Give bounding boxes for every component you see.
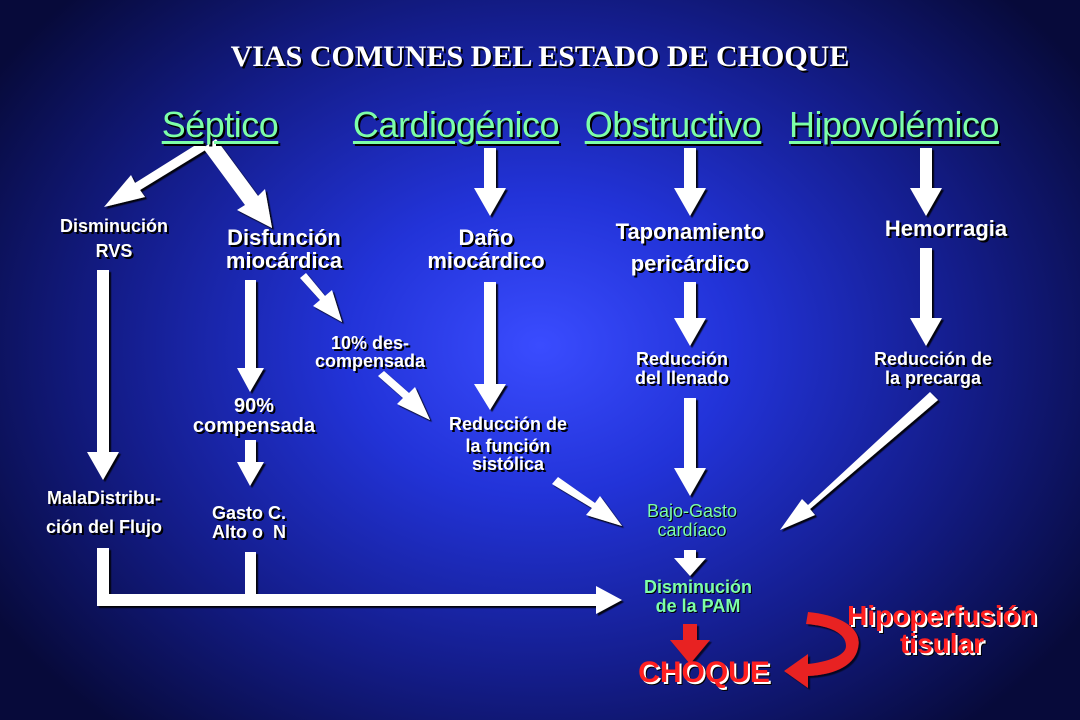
arrow-llenado-bajogasto xyxy=(674,398,706,496)
node-reduccion-llenado: Reducción del llenado xyxy=(634,349,730,388)
category-septico[interactable]: Séptico xyxy=(161,104,279,145)
arrow-precarga-bajogasto xyxy=(780,392,938,530)
category-hipovolemico[interactable]: Hipovolémico xyxy=(788,104,1000,145)
arrow-hipovolemico-hemorragia xyxy=(910,148,942,216)
arrow-obstructivo-taponamiento xyxy=(674,148,706,216)
category-obstructivo[interactable]: Obstructivo xyxy=(584,104,762,145)
arrow-septico-rvs xyxy=(104,141,207,207)
arrow-pam-choque xyxy=(670,624,710,664)
arrow-bajogasto-pam xyxy=(674,550,706,576)
node-mala-distribucion-flujo: MalaDistribu- ción del Flujo xyxy=(46,488,162,537)
node-gasto-c: Gasto C. Alto o N xyxy=(211,503,287,542)
page-title: VIAS COMUNES DEL ESTADO DE CHOQUE xyxy=(230,40,850,73)
node-taponamiento-pericardico: Taponamiento pericárdico xyxy=(615,219,765,276)
arrow-sistolica-bajogasto xyxy=(552,477,622,526)
category-cardiogenico[interactable]: Cardiogénico xyxy=(352,104,560,145)
arrow-compensada-gasto xyxy=(237,440,264,486)
arrow-to-pam xyxy=(97,586,622,614)
arrow-cardio-dano xyxy=(474,148,506,216)
arrow-hemorragia-precarga xyxy=(910,248,942,346)
arrow-dano-sistolica xyxy=(474,282,506,410)
arrow-disfuncion-compensada xyxy=(237,280,264,392)
arrow-taponamiento-llenado xyxy=(674,282,706,346)
node-disminucion-rvs: Disminución RVS xyxy=(59,216,169,261)
node-bajo-gasto-cardiaco: Bajo-Gasto cardíaco xyxy=(646,501,738,540)
node-reduccion-precarga: Reducción de la precarga xyxy=(873,349,993,388)
arrow-descompensada-sistolica xyxy=(378,371,430,420)
line-maladistribucion-down xyxy=(97,548,109,600)
arrow-hipoperfusion-choque xyxy=(784,612,859,688)
node-disfuncion-miocardica: Disfunción miocárdica xyxy=(225,225,343,274)
line-gasto-down xyxy=(245,552,256,600)
node-hemorragia: Hemorragia xyxy=(884,216,1008,241)
node-reduccion-funcion-sistolica: Reducción de la función sistólica xyxy=(448,414,568,474)
node-90-compensada: 90% compensada xyxy=(192,395,316,437)
arrow-disfuncion-descompensada xyxy=(300,273,342,322)
arrow-septico-disfuncion xyxy=(203,139,272,228)
node-disminucion-pam: Disminución de la PAM xyxy=(643,577,753,616)
node-10-descompensada: 10% des- compensada xyxy=(314,333,426,371)
arrow-rvs-maladistribucion xyxy=(87,270,119,480)
node-dano-miocardico: Daño miocárdico xyxy=(427,225,545,274)
node-choque: CHOQUE xyxy=(638,656,770,689)
node-hipoperfusion-tisular: Hipoperfusión tisular xyxy=(847,600,1037,659)
